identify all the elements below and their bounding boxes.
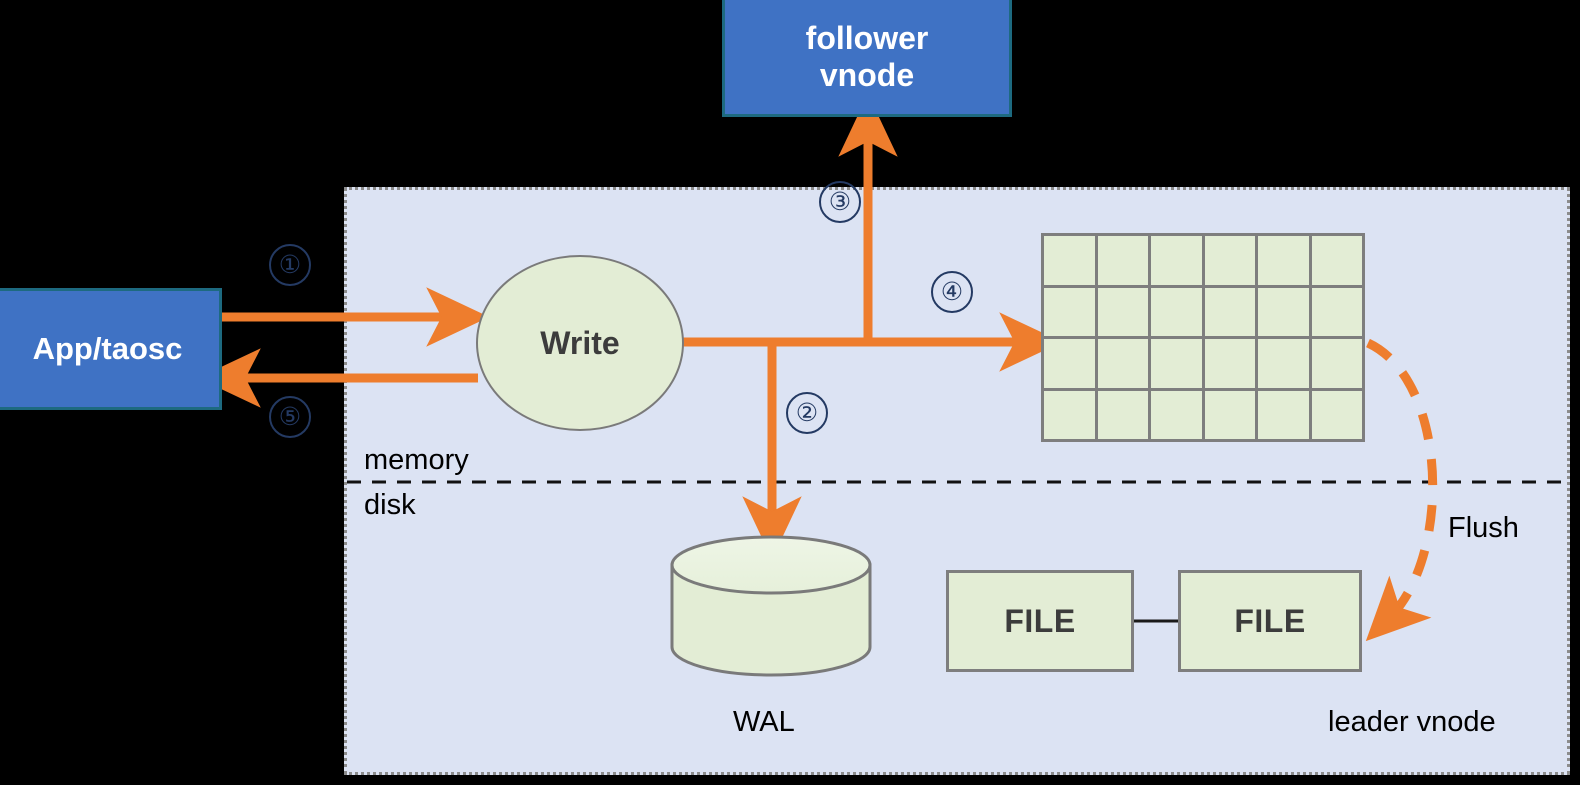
memtable-cell (1151, 339, 1202, 388)
step-marker-2: ② (786, 392, 828, 434)
memtable-cell (1204, 287, 1255, 336)
memtable-cell (1311, 236, 1362, 285)
memtable-cell (1204, 339, 1255, 388)
file-box-2[interactable]: FILE (1178, 570, 1362, 672)
memtable-cell (1044, 390, 1095, 439)
step-marker-4: ④ (931, 271, 973, 313)
memtable-cell (1044, 287, 1095, 336)
memtable-cell (1258, 339, 1309, 388)
app-taosc-label: App/taosc (32, 331, 183, 366)
memtable-cell (1311, 287, 1362, 336)
memtable-cell (1311, 339, 1362, 388)
follower-vnode-box[interactable]: follower vnode (722, 0, 1012, 117)
leader-vnode-label: leader vnode (1328, 706, 1496, 738)
follower-vnode-label-line2: vnode (819, 57, 915, 93)
file-box-1-label: FILE (1004, 602, 1076, 639)
write-node-label: Write (540, 324, 620, 361)
memtable-cell (1204, 390, 1255, 439)
memtable-cell (1151, 390, 1202, 439)
memtable-cell (1311, 390, 1362, 439)
memtable-cell (1204, 236, 1255, 285)
step-marker-3: ③ (819, 181, 861, 223)
disk-label: disk (364, 489, 416, 521)
step-marker-1: ① (269, 244, 311, 286)
wal-cylinder-shape (670, 535, 872, 677)
app-taosc-box[interactable]: App/taosc (0, 288, 222, 410)
file-box-2-label: FILE (1234, 602, 1306, 639)
memtable-cell (1044, 339, 1095, 388)
write-node[interactable]: Write (476, 255, 684, 431)
flush-label: Flush (1448, 512, 1519, 544)
memtable-cell (1097, 287, 1148, 336)
follower-vnode-label-line1: follower (805, 20, 929, 56)
memtable-cell (1097, 236, 1148, 285)
memtable-cell (1097, 390, 1148, 439)
memtable-cell (1258, 236, 1309, 285)
memtable-cell (1044, 236, 1095, 285)
memtable-cell (1258, 287, 1309, 336)
memtable-cell (1097, 339, 1148, 388)
follower-vnode-label: follower vnode (806, 20, 929, 94)
memory-label: memory (364, 444, 469, 476)
memtable-cell (1258, 390, 1309, 439)
flush-arrow (1365, 338, 1438, 642)
memtable-grid[interactable] (1041, 233, 1365, 442)
step-marker-5: ⑤ (269, 396, 311, 438)
memtable-cell (1151, 236, 1202, 285)
memtable-cell (1151, 287, 1202, 336)
file-box-1[interactable]: FILE (946, 570, 1134, 672)
wal-label: WAL (733, 706, 795, 738)
